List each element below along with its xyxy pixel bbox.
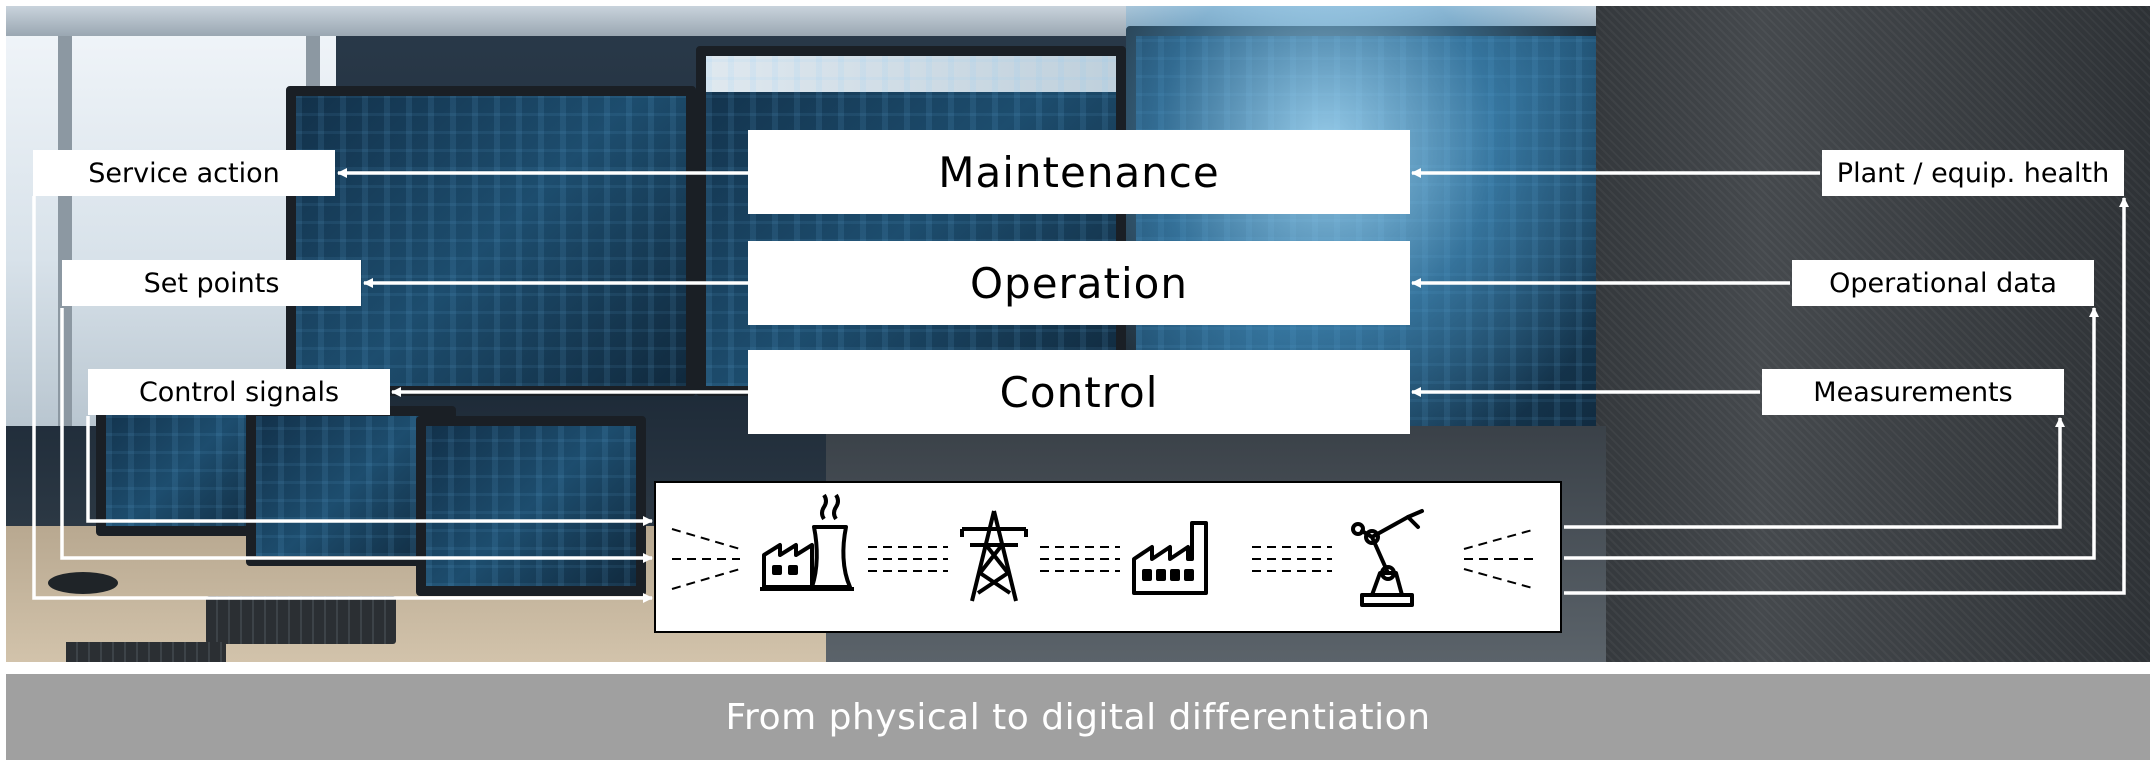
measurements-label: Measurements — [1762, 369, 2064, 415]
arrow-physical-to-health — [1564, 197, 2129, 595]
factory-icon — [1132, 521, 1208, 595]
keyboard — [66, 642, 226, 662]
acoustic-panel — [1596, 6, 2150, 662]
arrow-signals-to-physical — [86, 416, 653, 526]
mouse — [48, 572, 118, 594]
physical-layer-box — [654, 481, 1562, 633]
operation-box: Operation — [748, 241, 1410, 325]
transmission-tower-icon — [960, 510, 1028, 602]
service-action-label: Service action — [33, 150, 335, 196]
wall-monitor — [286, 86, 696, 396]
arrow-physical-to-opdata — [1564, 307, 2099, 560]
control-box: Control — [748, 350, 1410, 434]
robot-arm-icon — [1351, 509, 1424, 607]
keyboard — [206, 596, 396, 644]
control-signals-label: Control signals — [88, 369, 390, 415]
wall-monitor — [696, 46, 1126, 396]
maintenance-box: Maintenance — [748, 130, 1410, 214]
arrow-physical-to-measurements — [1564, 417, 2065, 529]
dashed-connectors — [671, 528, 1537, 590]
footer-caption: From physical to digital differentiation — [6, 674, 2150, 760]
set-points-label: Set points — [62, 260, 361, 306]
power-plant-icon — [760, 493, 854, 591]
plant-health-label: Plant / equip. health — [1822, 150, 2124, 196]
arrow-service-to-physical — [32, 196, 653, 603]
physical-layer-icons — [671, 493, 1537, 607]
operational-data-label: Operational data — [1792, 260, 2094, 306]
arrow-setpoints-to-physical — [60, 308, 653, 563]
